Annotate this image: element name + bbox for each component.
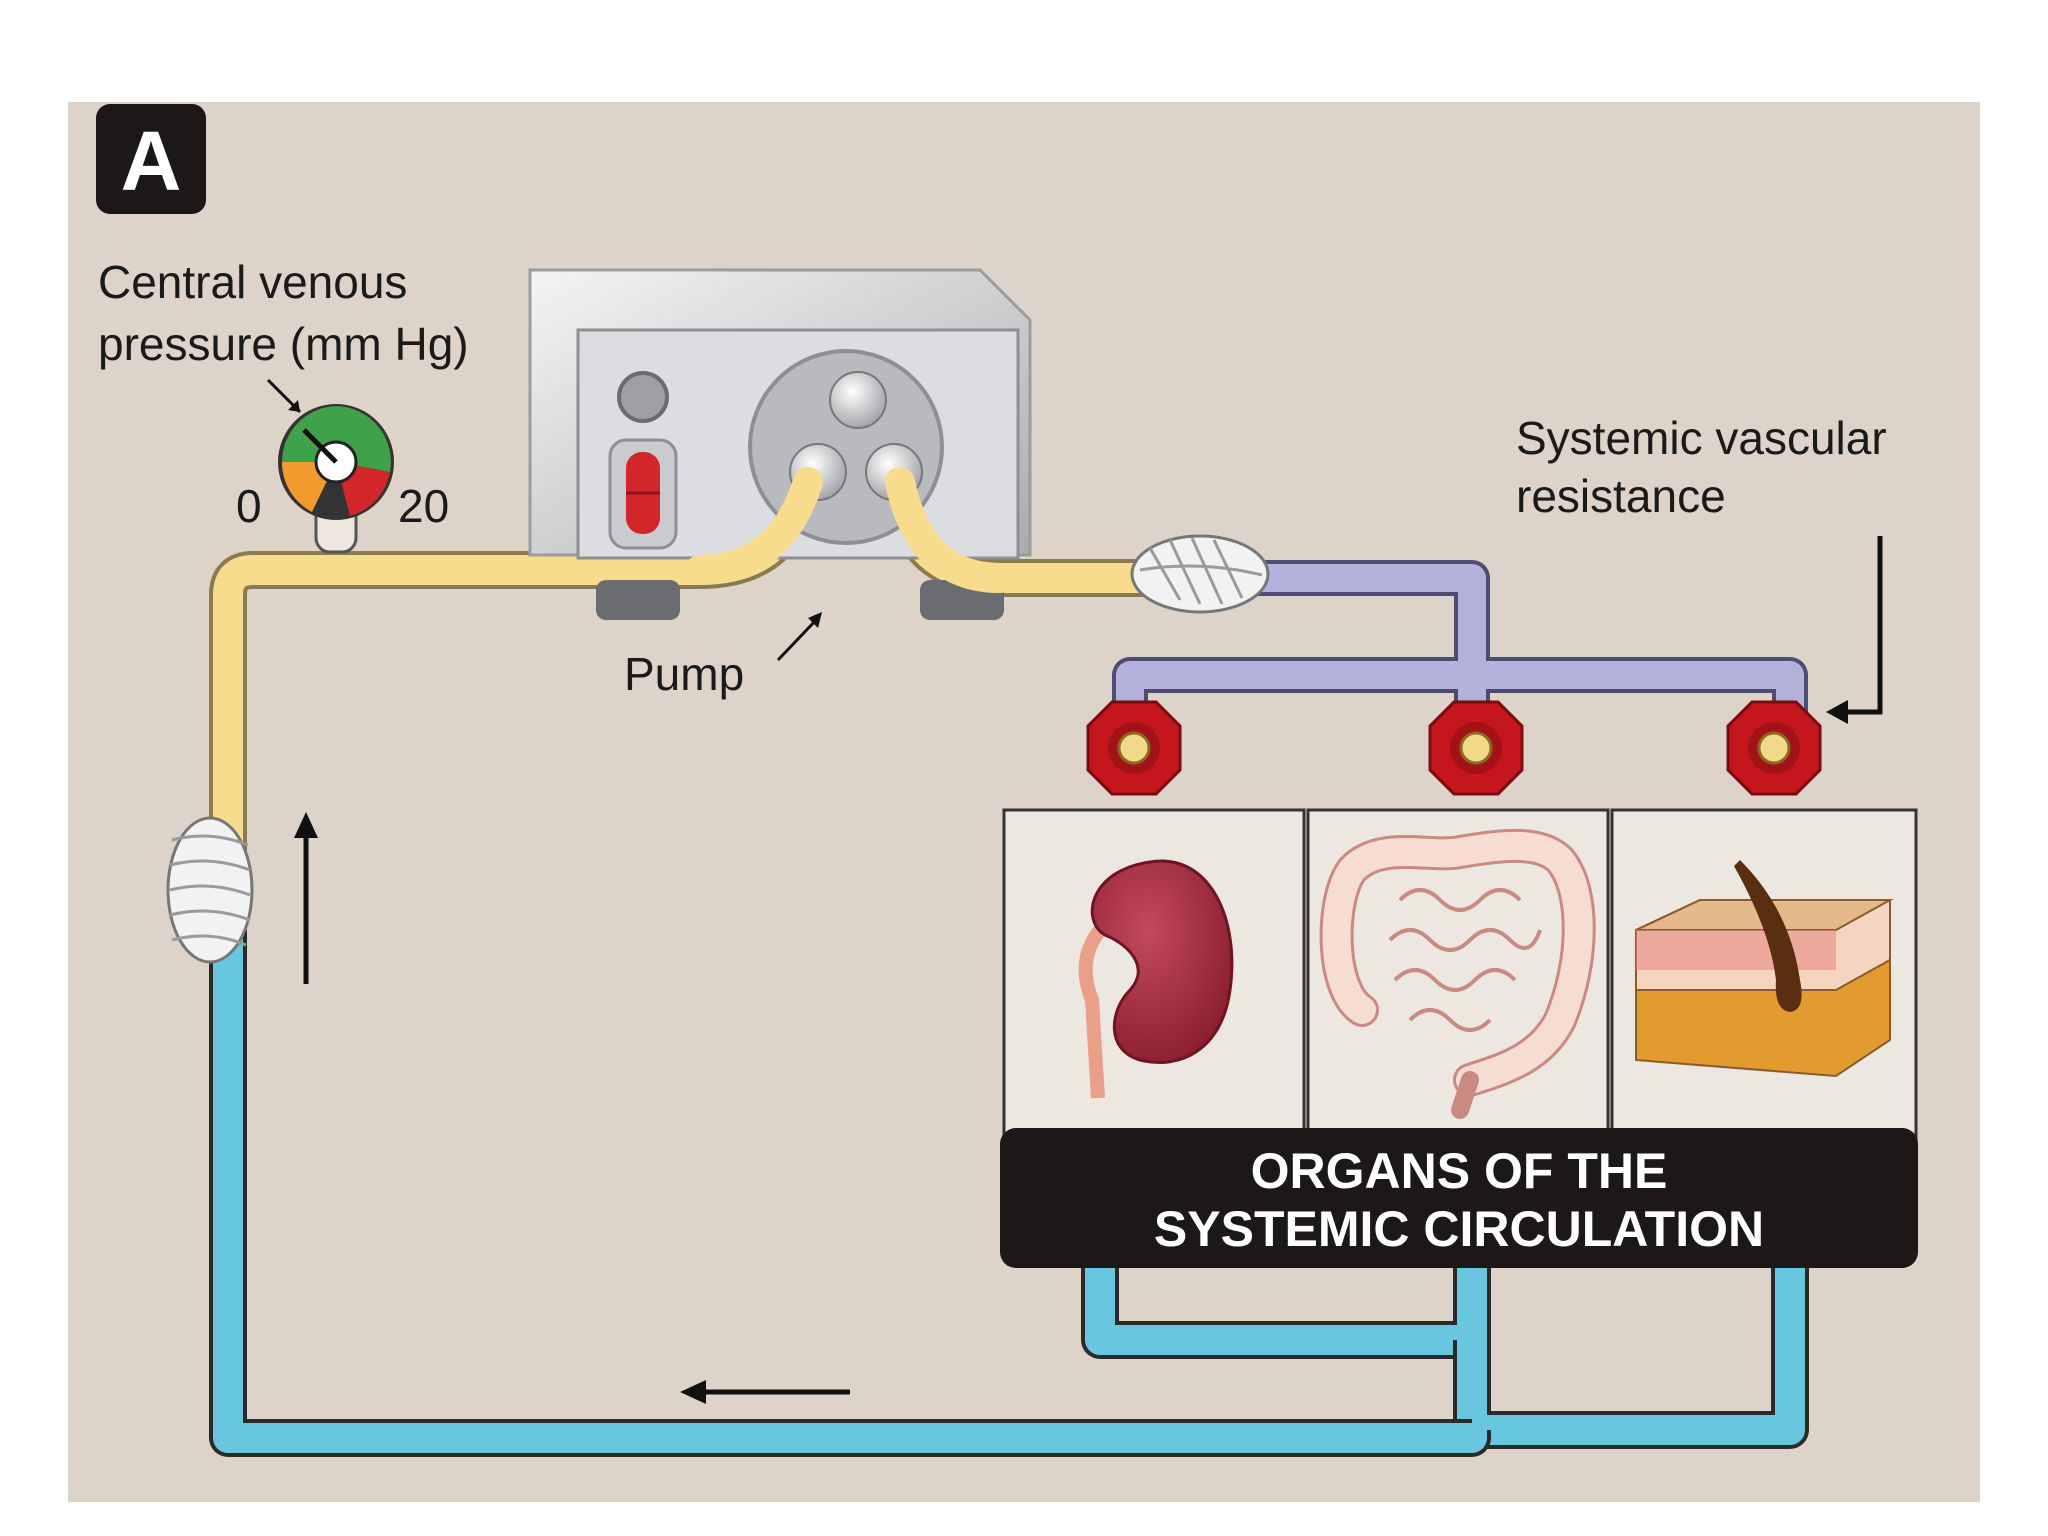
skin-icon <box>1635 860 1894 1078</box>
arrow-icon <box>776 612 822 662</box>
organs-label-line2: SYSTEMIC CIRCULATION <box>1154 1201 1764 1257</box>
intestine-icon <box>1319 828 1596 1119</box>
valve-icon <box>1086 700 1182 796</box>
venous-return-tube <box>209 930 1809 1457</box>
gauge-min-label: 0 <box>236 480 262 532</box>
cvp-label-line1: Central venous <box>98 256 407 308</box>
organs-banner: ORGANS OF THE SYSTEMIC CIRCULATION <box>1000 1128 1918 1268</box>
gauge-max-label: 20 <box>398 480 449 532</box>
svr-label-line1: Systemic vascular <box>1516 412 1887 464</box>
bandage-icon <box>1130 534 1270 614</box>
svr-label-line2: resistance <box>1516 470 1726 522</box>
organs-label-line1: ORGANS OF THE <box>1251 1143 1668 1199</box>
valve-icon <box>1726 700 1822 796</box>
panel-letter-badge: A <box>96 104 206 214</box>
cvp-label-line2: pressure (mm Hg) <box>98 318 469 370</box>
kidney-icon <box>1078 859 1234 1099</box>
gauge-icon <box>266 378 394 554</box>
panel-letter: A <box>121 114 182 208</box>
arrow-icon <box>1826 536 1883 724</box>
valve-icon <box>1428 700 1524 796</box>
bandage-icon <box>166 816 254 964</box>
pump-outlet-tube <box>885 467 1015 593</box>
arrow-icon <box>680 1380 850 1404</box>
pump-inlet-tube <box>685 467 823 585</box>
pump-label: Pump <box>624 648 744 700</box>
arrow-icon <box>294 812 318 984</box>
